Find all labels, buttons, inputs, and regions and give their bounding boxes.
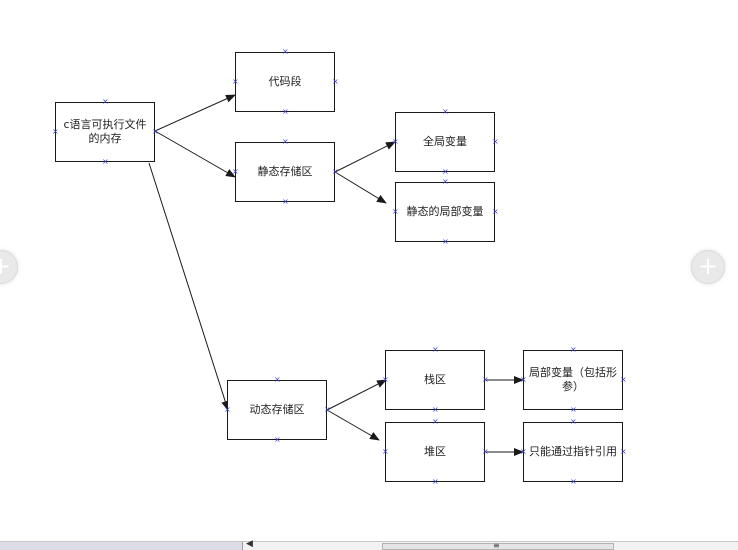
connection-handle-icon[interactable]: × bbox=[570, 477, 577, 486]
edge-root-to-dynamic[interactable] bbox=[148, 162, 230, 411]
grip-icon: ≡ bbox=[493, 541, 500, 550]
connection-handle-icon[interactable]: × bbox=[620, 447, 627, 456]
connection-handle-icon[interactable]: × bbox=[102, 157, 109, 166]
node-label-line: 静态的局部变量 bbox=[406, 205, 484, 218]
connection-handle-icon[interactable]: × bbox=[382, 375, 389, 384]
connection-handle-icon[interactable]: × bbox=[274, 435, 281, 444]
connection-handle-icon[interactable]: × bbox=[432, 405, 439, 414]
node-label-line: 局部变量（包括形 bbox=[529, 366, 617, 379]
connection-handle-icon[interactable]: × bbox=[482, 375, 489, 384]
sheet-tab-area bbox=[0, 542, 243, 550]
connection-handle-icon[interactable]: × bbox=[442, 167, 449, 176]
node-label: 堆区 bbox=[424, 445, 446, 459]
horizontal-scrollbar[interactable]: ◀ ≡ bbox=[0, 539, 738, 550]
node-label: 动态存储区 bbox=[250, 403, 305, 417]
node-dynamic-storage[interactable]: 动态存储区 bbox=[227, 380, 327, 440]
connection-handle-icon[interactable]: × bbox=[442, 177, 449, 186]
scroll-left-icon[interactable]: ◀ bbox=[246, 539, 253, 549]
connection-handle-icon[interactable]: × bbox=[570, 417, 577, 426]
edge-dynamic-to-heap[interactable] bbox=[326, 409, 380, 441]
connection-handle-icon[interactable]: × bbox=[52, 127, 59, 136]
connection-handle-icon[interactable]: × bbox=[382, 447, 389, 456]
scrollbar-thumb[interactable]: ≡ bbox=[382, 541, 614, 550]
connection-handle-icon[interactable]: × bbox=[620, 375, 627, 384]
node-label-line: 栈区 bbox=[424, 373, 446, 386]
connection-handle-icon[interactable]: × bbox=[442, 107, 449, 116]
connection-handle-icon[interactable]: × bbox=[102, 97, 109, 106]
connection-handle-icon[interactable]: × bbox=[282, 197, 289, 206]
node-label: 静态的局部变量 bbox=[407, 205, 484, 219]
connection-handle-icon[interactable]: × bbox=[232, 77, 239, 86]
edge-dynamic-to-stack[interactable] bbox=[326, 379, 387, 411]
connection-handle-icon[interactable]: × bbox=[570, 405, 577, 414]
node-label-line: 代码段 bbox=[268, 75, 302, 88]
connection-handle-icon[interactable]: × bbox=[432, 345, 439, 354]
connection-handle-icon[interactable]: × bbox=[520, 447, 527, 456]
node-code-segment[interactable]: 代码段 bbox=[235, 52, 335, 112]
connection-handle-icon[interactable]: × bbox=[152, 127, 159, 136]
connection-handle-icon[interactable]: × bbox=[492, 207, 499, 216]
connection-handle-icon[interactable]: × bbox=[224, 405, 231, 414]
node-label-line: 静态存储区 bbox=[257, 165, 313, 178]
node-label-line: 的内存 bbox=[88, 132, 122, 145]
node-pointer-only-access[interactable]: 只能通过指针引用 bbox=[523, 422, 623, 482]
node-label: 全局变量 bbox=[423, 135, 467, 149]
connection-handle-icon[interactable]: × bbox=[482, 447, 489, 456]
node-global-variables[interactable]: 全局变量 bbox=[395, 112, 495, 172]
connection-handle-icon[interactable]: × bbox=[520, 375, 527, 384]
connection-handle-icon[interactable]: × bbox=[332, 167, 339, 176]
connection-handle-icon[interactable]: × bbox=[282, 107, 289, 116]
node-label-line: 动态存储区 bbox=[249, 403, 305, 416]
node-label: 局部变量（包括形参） bbox=[529, 366, 617, 394]
node-stack-area[interactable]: 栈区 bbox=[385, 350, 485, 410]
connection-handle-icon[interactable]: × bbox=[442, 237, 449, 246]
node-c-executable-memory[interactable]: c语言可执行文件的内存 bbox=[55, 102, 155, 162]
connection-handle-icon[interactable]: × bbox=[432, 477, 439, 486]
connection-handle-icon[interactable]: × bbox=[282, 137, 289, 146]
node-label: c语言可执行文件的内存 bbox=[63, 118, 146, 146]
node-label-line: 参） bbox=[562, 380, 584, 393]
node-static-storage[interactable]: 静态存储区 bbox=[235, 142, 335, 202]
edge-static-to-staticlocal[interactable] bbox=[334, 171, 387, 204]
connection-handle-icon[interactable]: × bbox=[492, 137, 499, 146]
edge-static-to-global[interactable] bbox=[334, 141, 396, 173]
plus-icon: + bbox=[697, 252, 719, 280]
connection-handle-icon[interactable]: × bbox=[332, 77, 339, 86]
connection-handle-icon[interactable]: × bbox=[570, 345, 577, 354]
connection-handle-icon[interactable]: × bbox=[282, 47, 289, 56]
node-label: 栈区 bbox=[424, 373, 446, 387]
edge-root-to-static[interactable] bbox=[154, 130, 236, 178]
node-heap-area[interactable]: 堆区 bbox=[385, 422, 485, 482]
edge-root-to-code[interactable] bbox=[154, 94, 236, 132]
node-label: 静态存储区 bbox=[258, 165, 313, 179]
node-label-line: 堆区 bbox=[424, 445, 446, 458]
connection-handle-icon[interactable]: × bbox=[274, 375, 281, 384]
node-label: 代码段 bbox=[269, 75, 302, 89]
node-label-line: 只能通过指针引用 bbox=[529, 445, 617, 458]
connection-handle-icon[interactable]: × bbox=[392, 207, 399, 216]
node-label-line: 全局变量 bbox=[423, 135, 467, 148]
connection-handle-icon[interactable]: × bbox=[392, 137, 399, 146]
connection-handle-icon[interactable]: × bbox=[432, 417, 439, 426]
connection-handle-icon[interactable]: × bbox=[232, 167, 239, 176]
node-local-variables-params[interactable]: 局部变量（包括形参） bbox=[523, 350, 623, 410]
connection-handle-icon[interactable]: × bbox=[324, 405, 331, 414]
plus-icon: + bbox=[0, 252, 12, 280]
node-label: 只能通过指针引用 bbox=[529, 445, 617, 459]
right-add-button[interactable]: + bbox=[691, 250, 725, 284]
node-label-line: c语言可执行文件 bbox=[63, 118, 147, 131]
node-static-local-variables[interactable]: 静态的局部变量 bbox=[395, 182, 495, 242]
